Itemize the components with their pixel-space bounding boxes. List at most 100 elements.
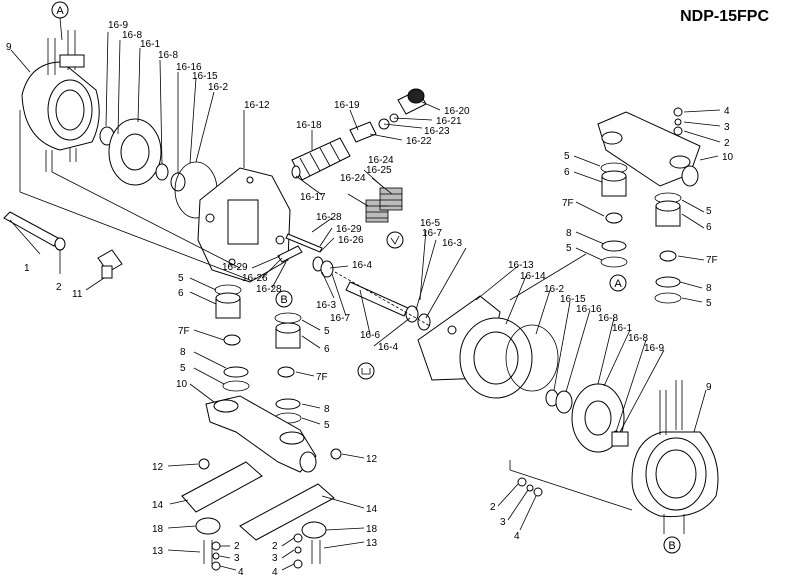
- muffler-elements: [365, 187, 403, 223]
- callout-label: 16-26: [242, 273, 268, 284]
- callout-label: 16-1: [612, 323, 632, 334]
- callout-label: 16-12: [244, 100, 270, 111]
- reference-marker-b-bottom: B: [663, 536, 681, 554]
- callout-label: 2: [490, 502, 496, 513]
- callout-label: 16-29: [222, 262, 248, 273]
- left-diaphragm-stack: [99, 118, 218, 219]
- callout-label: 6: [564, 167, 570, 178]
- callout-label: 16-29: [336, 224, 362, 235]
- lower-valve-stacks: [214, 284, 302, 424]
- callout-label: 16-18: [296, 120, 322, 131]
- callout-label: 16-14: [520, 271, 546, 282]
- callout-label: 16-8: [598, 313, 618, 324]
- reference-marker-b-center: B: [275, 290, 293, 308]
- callout-label: 16-2: [208, 82, 228, 93]
- callout-label: 10: [176, 379, 188, 390]
- center-body: [197, 167, 291, 283]
- callout-label: 8: [566, 228, 572, 239]
- upper-right-manifold: [597, 107, 701, 187]
- leader-lines: [9, 17, 721, 571]
- model-title: NDP-15FPC: [680, 8, 769, 25]
- callout-label: 5: [566, 243, 572, 254]
- callout-label: 16-3: [442, 238, 462, 249]
- callout-label: 5: [706, 206, 712, 217]
- callout-label: 3: [234, 553, 240, 564]
- callout-label: 14: [152, 500, 164, 511]
- callout-label: 8: [180, 347, 186, 358]
- callout-label: 3: [272, 553, 278, 564]
- exhaust-port-marker-lower: [357, 362, 375, 380]
- reference-marker-a-right-label: A: [614, 278, 622, 290]
- reference-marker-a-top: A: [51, 1, 69, 19]
- right-valve-stacks: [600, 162, 682, 304]
- callout-label: 6: [178, 288, 184, 299]
- callout-label: 3: [724, 122, 730, 133]
- right-outer-chamber: [631, 380, 719, 534]
- callout-label: 16-13: [508, 260, 534, 271]
- callout-label: 16-28: [256, 284, 282, 295]
- callout-label: 16-2: [544, 284, 564, 295]
- callout-label: 12: [152, 462, 164, 473]
- callout-label: 18: [152, 524, 164, 535]
- callout-label: 6: [324, 344, 330, 355]
- callout-label: 7F: [178, 326, 190, 337]
- callout-label: 5: [324, 326, 330, 337]
- callout-label: 16-9: [644, 343, 664, 354]
- callout-label: 9: [6, 42, 12, 53]
- callout-label: 13: [366, 538, 378, 549]
- callout-label: 16-8: [628, 333, 648, 344]
- reference-markers: A A B B: [51, 1, 681, 554]
- callout-label: 5: [178, 273, 184, 284]
- callout-label: 16-7: [330, 313, 350, 324]
- callout-label: 16-19: [334, 100, 360, 111]
- callout-label: 16-28: [316, 212, 342, 223]
- callout-label: 1: [24, 263, 30, 274]
- right-gasket-and-plate: [417, 295, 533, 399]
- reference-marker-a-top-label: A: [56, 5, 64, 17]
- callout-label: 2: [724, 138, 730, 149]
- callout-label: 16-15: [192, 71, 218, 82]
- tie-bolt: [3, 211, 123, 279]
- callout-label: 9: [706, 382, 712, 393]
- callout-label: 6: [706, 222, 712, 233]
- reference-marker-b-bottom-label: B: [668, 540, 675, 552]
- callout-label: 16-21: [436, 116, 462, 127]
- callout-label: 16-23: [424, 126, 450, 137]
- callout-label: 7F: [562, 198, 574, 209]
- callout-label: 7F: [706, 255, 718, 266]
- reference-marker-b-center-label: B: [280, 294, 287, 306]
- mounting-feet: [181, 461, 543, 571]
- left-outer-chamber: [21, 30, 100, 172]
- callout-label: 16-7: [422, 228, 442, 239]
- callout-label: 14: [366, 504, 378, 515]
- callout-label: 16-16: [176, 62, 202, 73]
- callout-label: 16-1: [140, 39, 160, 50]
- callout-label: 8: [324, 404, 330, 415]
- callout-label: 16-15: [560, 294, 586, 305]
- callout-label: 16-24: [340, 173, 366, 184]
- right-diaphragm-stack: [505, 324, 629, 453]
- callout-label: 5: [324, 420, 330, 431]
- callout-label: 16-17: [300, 192, 326, 203]
- callout-label: 3: [500, 517, 506, 528]
- callout-label: 12: [366, 454, 378, 465]
- callout-label: 10: [722, 152, 734, 163]
- callout-label: 16-22: [406, 136, 432, 147]
- callout-label: 16-20: [444, 106, 470, 117]
- callout-label: 4: [272, 567, 278, 578]
- callout-label: 16-4: [378, 342, 398, 353]
- exhaust-port-marker-upper: [386, 231, 404, 249]
- center-shaft: [312, 256, 431, 331]
- callout-label: 2: [234, 541, 240, 552]
- callout-label: 11: [72, 289, 83, 300]
- callout-label: 5: [564, 151, 570, 162]
- callout-label: 5: [180, 363, 186, 374]
- callout-label: 2: [56, 282, 62, 293]
- callout-label: 16-3: [316, 300, 336, 311]
- callout-label: 16-5: [420, 218, 440, 229]
- callout-label: 16-16: [576, 304, 602, 315]
- callout-label: 16-8: [158, 50, 178, 61]
- pilot-pins: [277, 233, 323, 263]
- lower-manifold: [198, 395, 342, 473]
